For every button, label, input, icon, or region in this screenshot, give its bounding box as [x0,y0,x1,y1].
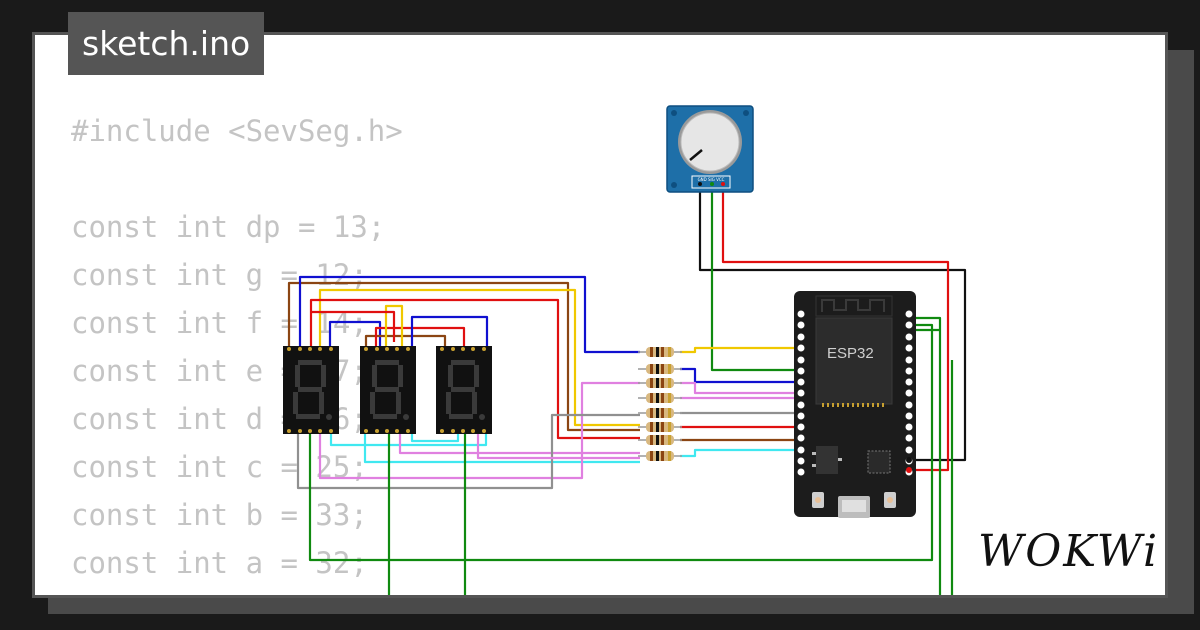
wire-seg-bottom [296,413,640,490]
wire-seg-top [410,315,489,352]
wire-digit-common [308,323,934,562]
resistor[interactable] [638,393,682,403]
wire-res-esp [680,367,800,384]
seven-segment-digit-3[interactable] [436,346,492,434]
wire-seg-bottom [318,381,640,480]
wire-seg-top [310,310,396,342]
code-line: const int a = 32; [71,546,368,580]
resistor[interactable] [638,422,682,432]
wire-seg-top [374,326,466,348]
code-line: const int d1 = 22; [71,587,403,595]
wire-seg-top [287,281,640,432]
resistor[interactable] [638,408,682,418]
wire-pot-sig [710,184,800,372]
resistor[interactable] [638,378,682,388]
wire-res-esp [680,381,800,395]
wire-seg-top [318,288,640,427]
code-line: #include <SevSeg.h> [71,114,403,148]
potentiometer[interactable]: GND SIG VCC [666,105,754,193]
seven-segment-digit-2[interactable] [360,346,416,434]
wire-seg-bottom [476,433,640,460]
code-preview: #include <SevSeg.h> const int dp = 13; con… [71,107,403,595]
esp32-left-pins [797,310,805,476]
esp32-right-pins [905,310,913,476]
file-tab[interactable]: sketch.ino [68,12,265,75]
resistor[interactable] [638,364,682,374]
esp32-label: ESP32 [827,345,874,362]
wokwi-logo: WOKWi [978,526,1160,577]
wire-pot-vcc [721,184,950,472]
resistor[interactable] [638,347,682,357]
code-line: const int f = 14; [71,306,368,340]
pot-pin-labels: GND SIG VCC [698,177,725,182]
seven-segment-digit-1[interactable] [283,346,339,434]
wire-seg-top [364,334,447,348]
resistor[interactable] [638,451,682,461]
wire-seg-top [384,304,404,348]
resistor[interactable] [638,435,682,445]
resistor-array [638,347,682,461]
wire-pot-gnd [698,184,967,462]
wire-seg-bottom [398,433,640,455]
code-line: const int g = 12; [71,258,368,292]
wire-digit-common [910,316,942,595]
esp32-board[interactable]: ESP32 [794,291,916,518]
wire-seg-top [298,275,640,354]
wire-seg-top [309,298,640,440]
wire-seg-bottom [329,433,488,447]
project-card: #include <SevSeg.h> const int dp = 13; con… [32,32,1168,598]
wire-seg-bottom [410,433,460,443]
code-line: const int dp = 13; [71,210,386,244]
wire-res-esp [680,346,800,354]
code-line: const int b = 33; [71,498,368,532]
wire-res-esp [680,448,800,458]
wire-seg-bottom [363,433,640,464]
